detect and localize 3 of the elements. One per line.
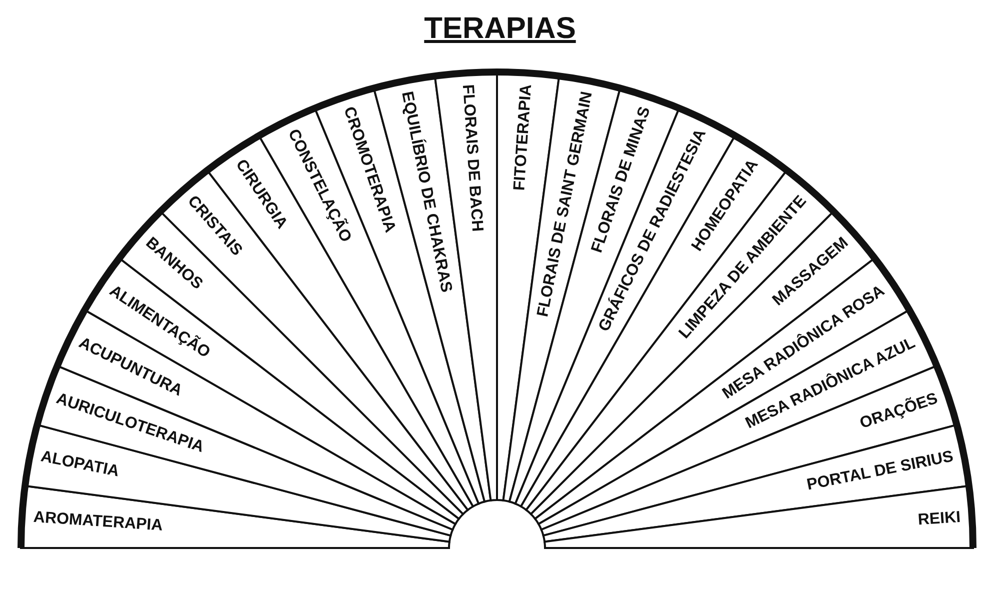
sector-label: REIKI (561, 508, 962, 553)
chart-title: TERAPIAS (424, 12, 576, 45)
sector-label: AROMATERAPIA (32, 508, 433, 553)
